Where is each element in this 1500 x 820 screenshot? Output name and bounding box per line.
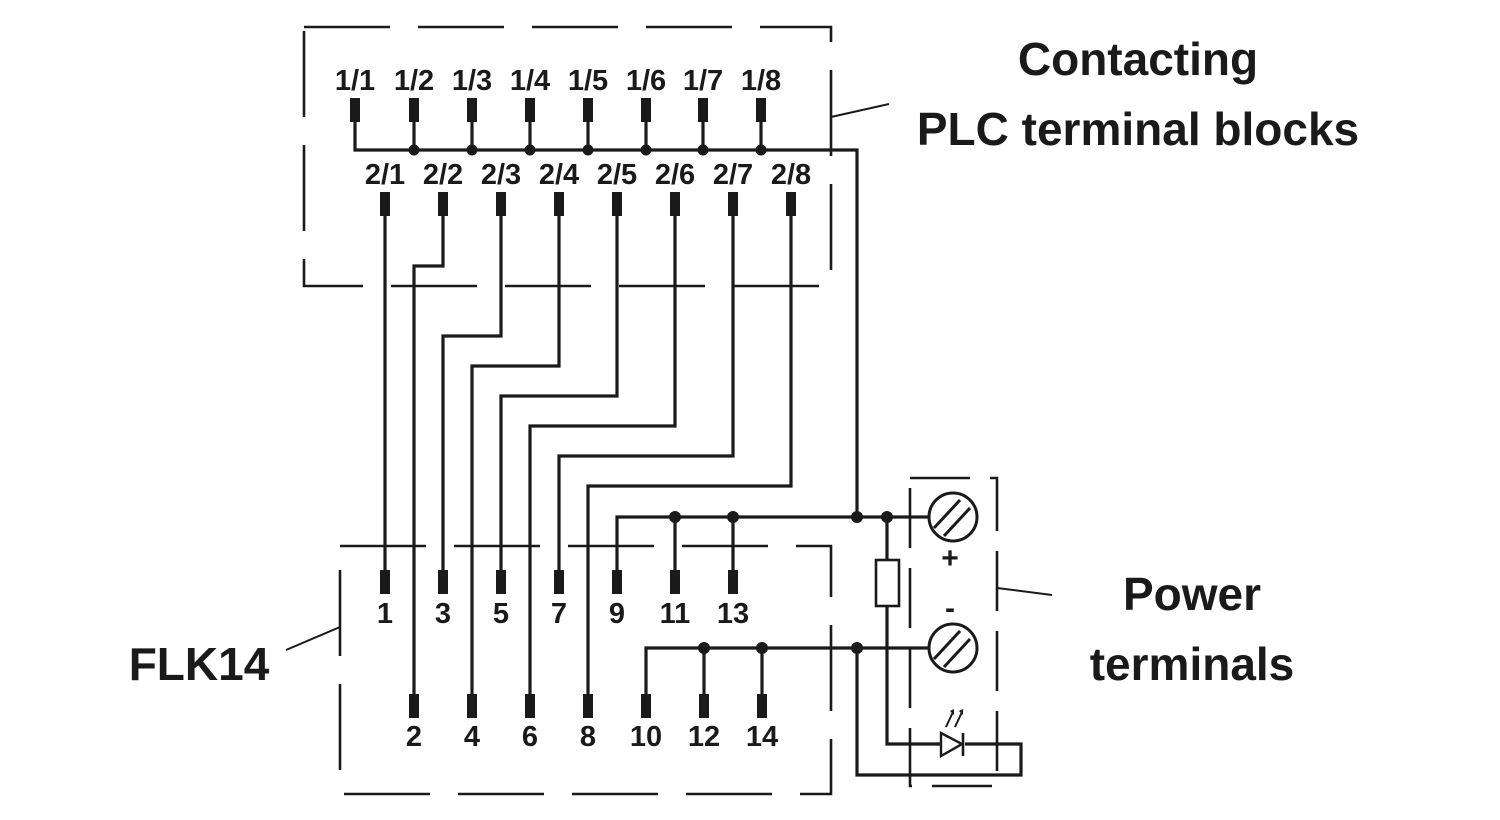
plc-row1-pins bbox=[350, 98, 766, 122]
wire-2-5-to-5 bbox=[499, 214, 619, 572]
flk14-leader-line bbox=[285, 626, 341, 651]
pin bbox=[525, 98, 535, 122]
pin bbox=[409, 98, 419, 122]
plc-row1-bus bbox=[353, 120, 859, 517]
plc-terminal-block-box bbox=[302, 25, 833, 288]
pin-label: 1 bbox=[377, 598, 393, 630]
pin bbox=[612, 192, 622, 216]
pin-label: 8 bbox=[580, 721, 596, 753]
wire-2-2-to-2 bbox=[412, 214, 445, 696]
pin-label: 12 bbox=[688, 721, 720, 753]
flk14-even-pins bbox=[409, 694, 767, 718]
pin bbox=[756, 98, 766, 122]
pin-label: 2/2 bbox=[423, 159, 463, 191]
pin bbox=[641, 694, 651, 718]
pin-label: 13 bbox=[717, 598, 749, 630]
pin bbox=[496, 192, 506, 216]
plc-row1-labels: 1/1 1/2 1/3 1/4 1/5 1/6 1/7 1/8 bbox=[335, 65, 781, 97]
pin bbox=[583, 694, 593, 718]
plc-row2-labels: 2/1 2/2 2/3 2/4 2/5 2/6 2/7 2/8 bbox=[365, 159, 811, 191]
plc-title-line1: Contacting bbox=[1018, 33, 1258, 85]
screw-terminal-minus-icon bbox=[927, 622, 979, 674]
power-terminal-box bbox=[908, 476, 999, 788]
pin-label: 2/3 bbox=[481, 159, 521, 191]
power-title-line1: Power bbox=[1123, 568, 1261, 620]
wire-2-8-to-8 bbox=[586, 214, 793, 696]
signal-wires bbox=[383, 214, 793, 696]
pin-label: 10 bbox=[630, 721, 662, 753]
pin-label: 2/7 bbox=[713, 159, 753, 191]
pin bbox=[728, 192, 738, 216]
plc-leader-line bbox=[830, 103, 890, 118]
pin bbox=[380, 570, 390, 594]
pin bbox=[786, 192, 796, 216]
pin-label: 11 bbox=[660, 598, 691, 630]
pin-label: 1/1 bbox=[335, 65, 375, 97]
minus-polarity-label: - bbox=[945, 592, 955, 625]
power-leader-line bbox=[996, 587, 1053, 596]
pin bbox=[757, 694, 767, 718]
pin-label: 4 bbox=[464, 721, 480, 753]
wire-2-3-to-3 bbox=[441, 214, 503, 572]
pin bbox=[496, 570, 506, 594]
pin-label: 1/6 bbox=[626, 65, 666, 97]
pin-label: 2/8 bbox=[771, 159, 811, 191]
pin-label: 1/5 bbox=[568, 65, 608, 97]
pin-label: 2 bbox=[406, 721, 422, 753]
flk14-odd-pins bbox=[380, 570, 738, 594]
pin bbox=[467, 694, 477, 718]
pin bbox=[438, 192, 448, 216]
pin-label: 1/7 bbox=[683, 65, 723, 97]
pin bbox=[438, 570, 448, 594]
flk14-connector-box bbox=[338, 544, 833, 796]
led-indicator-circuit bbox=[855, 517, 1023, 777]
plc-row2-pins bbox=[380, 192, 796, 216]
pin-label: 2/5 bbox=[597, 159, 637, 191]
pin bbox=[350, 98, 360, 122]
led-diode-icon bbox=[939, 709, 965, 759]
flk14-odd-labels: 1 3 5 7 9 11 13 bbox=[377, 598, 749, 630]
pin bbox=[409, 694, 419, 718]
plus-polarity-label: + bbox=[941, 542, 959, 575]
pin bbox=[698, 98, 708, 122]
pin-label: 1/3 bbox=[452, 65, 492, 97]
pin-label: 6 bbox=[522, 721, 538, 753]
pin bbox=[583, 98, 593, 122]
pin-label: 7 bbox=[551, 598, 567, 630]
pin-label: 1/8 bbox=[741, 65, 781, 97]
pin-label: 1/2 bbox=[394, 65, 434, 97]
wire-2-4-to-4 bbox=[470, 214, 561, 696]
pin bbox=[467, 98, 477, 122]
pin bbox=[554, 192, 564, 216]
pin bbox=[699, 694, 709, 718]
flk14-title: FLK14 bbox=[129, 638, 270, 690]
screw-terminal-plus-icon bbox=[927, 491, 979, 543]
pin bbox=[525, 694, 535, 718]
wire-2-6-to-6 bbox=[528, 214, 677, 696]
pin bbox=[380, 192, 390, 216]
pin bbox=[670, 570, 680, 594]
wire-2-7-to-7 bbox=[557, 214, 735, 572]
power-title-line2: terminals bbox=[1090, 638, 1295, 690]
pin-label: 3 bbox=[435, 598, 451, 630]
pin-label: 14 bbox=[746, 721, 778, 753]
pin-label: 2/6 bbox=[655, 159, 695, 191]
pin bbox=[641, 98, 651, 122]
flk14-even-labels: 2 4 6 8 10 12 14 bbox=[406, 721, 778, 753]
pin bbox=[554, 570, 564, 594]
pin-label: 1/4 bbox=[510, 65, 550, 97]
pin-label: 9 bbox=[609, 598, 625, 630]
pin-label: 2/1 bbox=[365, 159, 405, 191]
plc-title-line2: PLC terminal blocks bbox=[917, 103, 1359, 155]
pin bbox=[612, 570, 622, 594]
pin bbox=[670, 192, 680, 216]
pin-label: 2/4 bbox=[539, 159, 579, 191]
pin-label: 5 bbox=[493, 598, 509, 630]
resistor-symbol bbox=[874, 558, 901, 608]
pin bbox=[728, 570, 738, 594]
